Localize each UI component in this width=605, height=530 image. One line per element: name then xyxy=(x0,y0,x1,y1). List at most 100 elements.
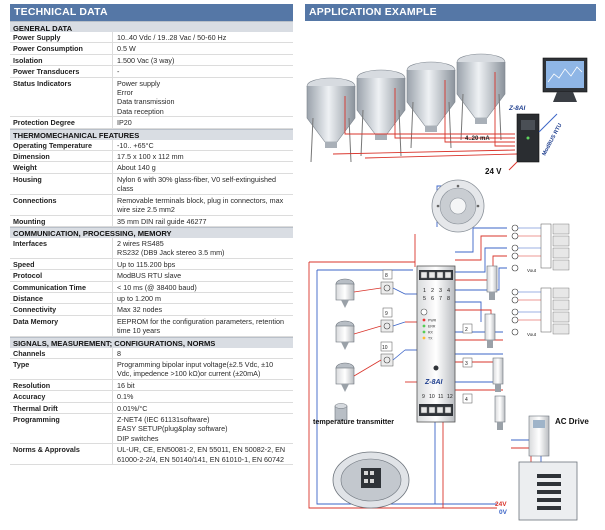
module-label: Z-8AI xyxy=(424,379,444,386)
bus-label: ModBUS RTU xyxy=(541,123,563,157)
spec-value: Max 32 nodes xyxy=(112,304,293,315)
spec-value: < 10 ms (@ 38400 baud) xyxy=(112,281,293,292)
terminal-5: 5 xyxy=(423,296,426,302)
spec-value: 1.500 Vac (3 way) xyxy=(112,54,293,66)
led-pwr: PWR xyxy=(428,319,437,323)
spec-value: 0.01%/°C xyxy=(112,402,293,413)
silo-3 xyxy=(406,61,456,149)
right-io-group-1: Vout xyxy=(511,223,570,273)
spec-row: Power Consumption 0.5 W xyxy=(10,43,293,55)
silo-installation: 4..20 mA Z-8AI ModBUS RTU 24 V xyxy=(306,53,588,176)
spec-label: Accuracy xyxy=(13,392,46,402)
spec-value: UL-UR, CE, EN50081-2, EN 55011, EN 50082… xyxy=(112,444,293,465)
spec-label: Power Transducers xyxy=(13,67,80,77)
spec-value-line: Power supply xyxy=(117,78,161,88)
led-err: ERR xyxy=(428,325,436,329)
signal-wires xyxy=(332,72,518,159)
terminal-9: 9 xyxy=(422,394,425,400)
spec-value: 35 mm DIN rail guide 46277 xyxy=(112,215,293,226)
spec-value-line: Programming bipolar input voltage(±2.5 V… xyxy=(117,359,274,369)
spec-value-line: Data reception xyxy=(117,106,164,116)
application-example-panel: APPLICATION EXAMPLE xyxy=(305,4,596,526)
spec-row: Resolution 16 bit xyxy=(10,379,293,392)
spec-value-line: Z-NET4 (IEC 61131software) xyxy=(117,415,210,424)
silo-1 xyxy=(306,77,356,163)
spec-value: EEPROM for the configuration parameters,… xyxy=(112,315,293,336)
spec-value: 17.5 x 100 x 112 mm xyxy=(112,151,293,162)
section-heading: GENERAL DATA xyxy=(10,21,293,33)
spec-row: Accuracy 0.1% xyxy=(10,391,293,403)
terminal-4: 4 xyxy=(447,288,450,294)
sensor-9-number: 9 xyxy=(385,311,388,317)
spec-row: Speed Up to 115.200 bps xyxy=(10,258,293,271)
spec-label: Channels xyxy=(13,348,46,358)
signal-label: 4..20 mA xyxy=(465,136,490,142)
sensor-10-number: 10 xyxy=(382,345,388,351)
spec-row: Dimension 17.5 x 100 x 112 mm xyxy=(10,151,293,163)
terminal-12: 12 xyxy=(447,394,453,400)
spec-label: Interfaces xyxy=(13,238,47,248)
spec-value: 10..40 Vdc / 19..28 Vac / 50-60 Hz xyxy=(112,32,293,43)
spec-row: Operating Temperature-10.. +65°C xyxy=(10,139,293,152)
supply-24v: 24V xyxy=(495,501,507,508)
spec-label: Connections xyxy=(13,195,57,205)
spec-label: Power Consumption xyxy=(13,44,83,54)
spec-value-line: RS232 (DB9 Jack stereo 3.5 mm) xyxy=(117,248,225,258)
spec-value-line: 0.1% xyxy=(117,392,134,402)
ac-drive: AC Drive xyxy=(518,415,589,521)
spec-label: Distance xyxy=(13,293,43,303)
led-tx: TX xyxy=(428,337,433,341)
spec-value: - xyxy=(112,66,293,77)
spec-label: Housing xyxy=(13,174,42,184)
spec-label: Connectivity xyxy=(13,305,57,315)
spec-value-line: Data transmission xyxy=(117,97,175,107)
pressure-transducer-2: 2 xyxy=(462,313,496,348)
spec-value-line: About 140 g xyxy=(117,163,156,173)
application-diagram: 4..20 mA Z-8AI ModBUS RTU 24 V xyxy=(306,53,589,521)
spec-label: Dimension xyxy=(13,152,50,162)
spec-value-line: 8 xyxy=(117,348,121,358)
transducer-4-number: 4 xyxy=(465,397,468,403)
spec-row: Type Programming bipolar input voltage(±2… xyxy=(10,358,293,380)
spec-label: Power Supply xyxy=(13,33,61,42)
spec-value-line: 0.5 W xyxy=(117,44,136,54)
temperature-transmitter-label: temperature transmitter xyxy=(313,417,394,426)
spec-value-line: EASY SETUP(plug&play software) xyxy=(117,424,228,434)
spec-label: Type xyxy=(13,359,30,369)
spec-value-line: UL-UR, CE, EN50081-2, EN 55011, EN 50082… xyxy=(117,445,286,455)
spec-value-line: - xyxy=(117,67,120,77)
spec-value-line: Up to 115.200 bps xyxy=(117,259,176,269)
wiring-installation: 1 2 3 4 5 6 7 8 PWR ERR RX TX Z-8AI 9 xyxy=(308,179,589,521)
terminal-2: 2 xyxy=(431,288,434,294)
spec-value: 8 xyxy=(112,347,293,358)
spec-row: Connectivity Max 32 nodes xyxy=(10,304,293,316)
terminal-3: 3 xyxy=(439,288,442,294)
spec-value-line: 16 bit xyxy=(117,380,135,390)
spec-label: Norms & Approvals xyxy=(13,445,80,455)
spec-value: IP20 xyxy=(112,117,293,128)
pressure-transducer-1 xyxy=(486,265,498,300)
silo-4 xyxy=(456,53,506,141)
spec-row: Norms & Approvals UL-UR, CE, EN50081-2, E… xyxy=(10,444,293,466)
spec-value: -10.. +65°C xyxy=(112,139,293,151)
spec-value-line: Removable terminals block, plug in conne… xyxy=(117,195,284,205)
spec-value-line: IP20 xyxy=(117,118,132,128)
spec-label: Resolution xyxy=(13,380,51,390)
terminal-6: 6 xyxy=(431,296,434,302)
spec-value-line: Error xyxy=(117,88,133,98)
spec-label: Speed xyxy=(13,259,35,269)
spec-value-line: < 10 ms (@ 38400 baud) xyxy=(117,282,197,292)
spec-value-line: 2 wires RS485 xyxy=(117,238,164,248)
spec-value: Nylon 6 with 30% glass-fiber, V0 self-ex… xyxy=(112,173,293,194)
z8ai-module-top: Z-8AI xyxy=(508,105,540,163)
pressure-transducer-4: 4 xyxy=(462,393,506,430)
